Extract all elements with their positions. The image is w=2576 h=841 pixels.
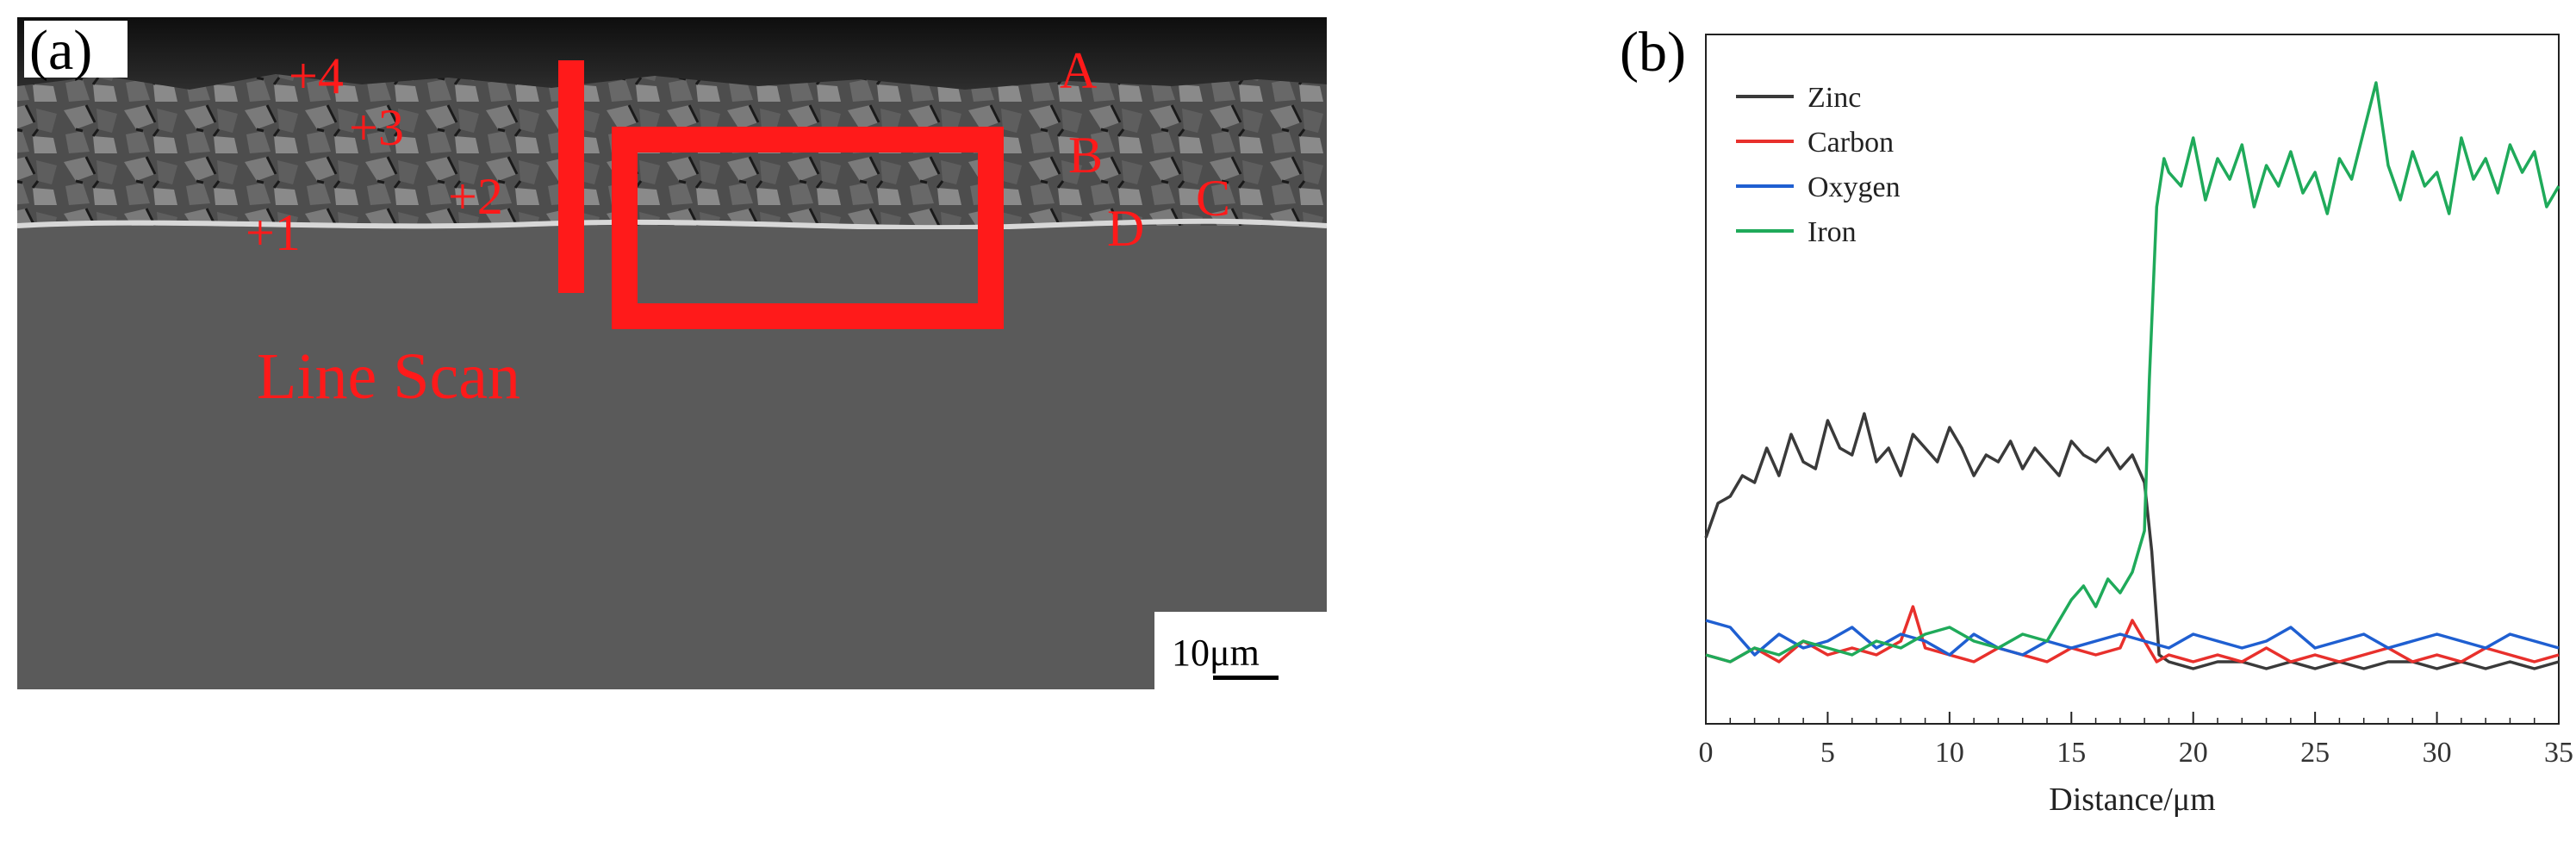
legend-label: Carbon [1808, 127, 1894, 159]
panel-a-label-bg [24, 21, 128, 78]
series-line-carbon [1705, 605, 2560, 663]
sem-micrograph: (a) +4 +3 +2 +1 A B C D Line Scan 10μm [16, 17, 1328, 689]
x-tick-label: 30 [2423, 737, 2452, 769]
interface-line [16, 218, 1328, 231]
scale-bar-line [1213, 676, 1279, 680]
region-d: D [1107, 200, 1144, 257]
plot-area: 0 5 10 15 20 25 30 35 [1699, 34, 2573, 769]
x-tick-label: 10 [1935, 737, 1964, 769]
marker-3: +3 [349, 99, 404, 156]
marker-2: +2 [448, 168, 503, 225]
series-line-oxygen [1705, 619, 2560, 657]
x-tick-label: 20 [2179, 737, 2208, 769]
region-a: A [1060, 42, 1097, 99]
x-axis-label: Distance/μm [2049, 782, 2215, 818]
series-line-zinc [1704, 412, 2560, 670]
line-scan-marker [558, 60, 584, 293]
x-tick-label: 15 [2056, 737, 2086, 769]
steel-substrate [17, 229, 1327, 689]
legend-label: Zinc [1808, 82, 1861, 114]
scale-bar-label: 10μm [1172, 632, 1260, 674]
legend-label: Oxygen [1808, 171, 1901, 203]
panel-a-label: (a) [29, 19, 92, 82]
marker-4: +4 [289, 47, 344, 104]
x-tick-label: 0 [1699, 737, 1714, 769]
x-tick-label: 5 [1820, 737, 1835, 769]
x-tick-label: 25 [2300, 737, 2330, 769]
plot-frame [1705, 34, 2560, 725]
legend-label: Iron [1808, 216, 1857, 248]
line-scan-label: Line Scan [257, 340, 520, 413]
area-scan-box [612, 127, 1004, 329]
region-b: B [1068, 127, 1103, 184]
x-tick-label: 35 [2544, 737, 2573, 769]
region-c: C [1196, 170, 1230, 227]
series-line-iron [1705, 81, 2560, 663]
panel-b-label: (b) [1620, 21, 1686, 84]
marker-1: +1 [246, 204, 301, 261]
